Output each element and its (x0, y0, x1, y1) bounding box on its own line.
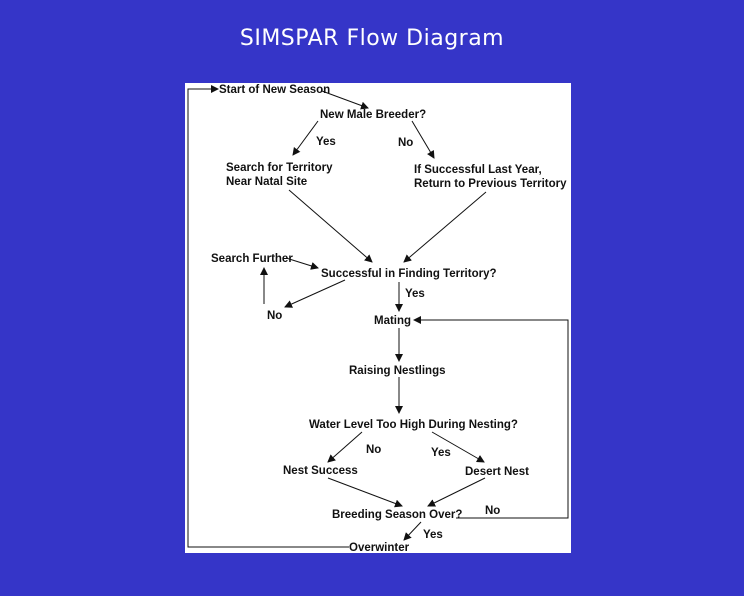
label-yes-water: Yes (431, 447, 451, 459)
label-yes-new-male: Yes (316, 136, 336, 148)
node-breeding-season-over: Breeding Season Over? (332, 509, 462, 521)
edge-nestsuccess-to-breeding (327, 477, 403, 508)
label-no-water: No (366, 444, 381, 456)
node-desert-nest: Desert Nest (465, 466, 529, 478)
branch-labels: Yes No Yes No No Yes No Yes (267, 136, 500, 541)
edge-newmale-to-searchnatal (292, 120, 319, 156)
node-new-male-breeder: New Male Breeder? (320, 109, 426, 121)
nodes: Start of New Season New Male Breeder? Se… (211, 84, 567, 554)
label-yes-breeding: Yes (423, 529, 443, 541)
label-no-breeding: No (485, 505, 500, 517)
node-overwinter: Overwinter (349, 542, 410, 554)
node-search-natal-line1: Search for Territory (226, 162, 333, 174)
edge-finding-to-no (284, 279, 346, 308)
edge-newmale-to-ifsuccessful (411, 120, 435, 159)
label-no-new-male: No (398, 137, 413, 149)
node-successful-in-finding: Successful in Finding Territory? (321, 268, 497, 280)
edge-breeding-to-overwinter (403, 521, 422, 541)
node-nest-success: Nest Success (283, 465, 358, 477)
node-if-successful-line1: If Successful Last Year, (414, 164, 542, 176)
edges (187, 85, 569, 548)
edge-overwinter-to-start (187, 85, 349, 548)
node-search-natal-line2: Near Natal Site (226, 176, 307, 188)
diagram-panel (185, 83, 571, 553)
edge-breeding-to-mating (413, 316, 569, 519)
node-mating: Mating (374, 315, 411, 327)
label-no-territory: No (267, 310, 282, 322)
node-search-further: Search Further (211, 253, 293, 265)
edge-water-to-desertnest (431, 431, 485, 463)
edge-start-to-newmale (321, 90, 369, 110)
edge-desertnest-to-breeding (427, 477, 486, 507)
slide-title: SIMSPAR Flow Diagram (239, 26, 505, 51)
node-raising-nestlings: Raising Nestlings (349, 365, 446, 377)
node-water-level: Water Level Too High During Nesting? (309, 419, 518, 431)
edge-searchnatal-to-finding (288, 189, 373, 263)
edge-water-to-nestsuccess (327, 431, 363, 463)
edge-searchfurther-to-finding (285, 257, 319, 270)
edge-ifsuccessful-to-finding (403, 191, 487, 263)
node-start-of-new-season: Start of New Season (219, 84, 330, 96)
node-if-successful-line2: Return to Previous Territory (414, 178, 567, 190)
label-yes-territory: Yes (405, 288, 425, 300)
